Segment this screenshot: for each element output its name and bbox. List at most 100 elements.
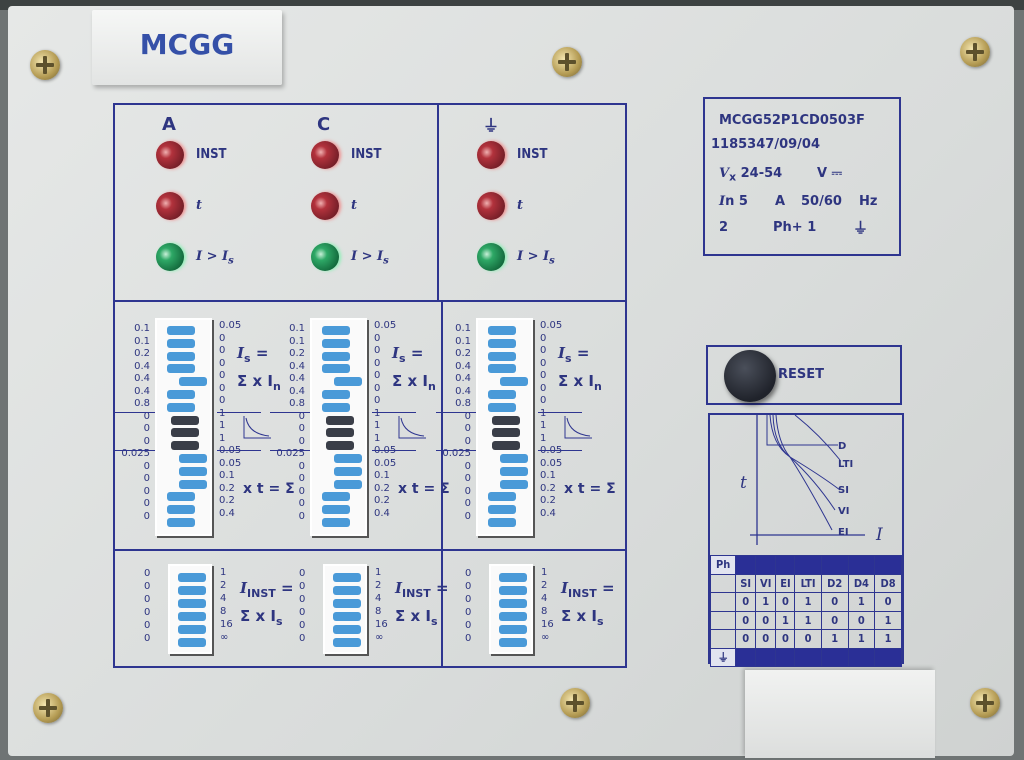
dip-toggle[interactable]	[178, 586, 206, 595]
table-cell: 0	[735, 592, 756, 612]
time-multiplier-formula: x t = Σ	[243, 481, 295, 497]
dip-toggle[interactable]	[326, 441, 354, 451]
setting-right-value: 0	[540, 395, 547, 406]
panel-divider	[113, 103, 115, 668]
dip-toggle[interactable]	[178, 573, 206, 582]
inst-dip-switch[interactable]	[489, 564, 533, 654]
dip-toggle[interactable]	[492, 415, 520, 425]
dip-toggle[interactable]	[334, 479, 362, 489]
dip-toggle[interactable]	[488, 390, 516, 399]
dip-toggle[interactable]	[499, 586, 527, 595]
inst-dip-switch[interactable]	[168, 564, 212, 654]
dip-toggle[interactable]	[492, 428, 520, 438]
dip-toggle[interactable]	[322, 326, 350, 335]
dip-toggle[interactable]	[171, 415, 199, 425]
dip-toggle[interactable]	[178, 638, 206, 647]
dip-toggle[interactable]	[500, 466, 528, 476]
dip-toggle[interactable]	[171, 441, 199, 451]
is-formula-line-1: Is =	[237, 342, 281, 370]
dip-toggle[interactable]	[167, 518, 195, 527]
brand-label-cover[interactable]: MCGG	[92, 10, 282, 85]
setting-dip-switch[interactable]	[476, 318, 533, 536]
setting-right-value: 0.1	[540, 470, 556, 481]
reset-knob[interactable]	[724, 350, 776, 402]
setting-dip-switch[interactable]	[155, 318, 212, 536]
dip-toggle[interactable]	[179, 479, 207, 489]
is-formula-line-1: Is =	[558, 342, 602, 370]
dip-toggle[interactable]	[167, 326, 195, 335]
dip-toggle[interactable]	[326, 415, 354, 425]
time-multiplier-formula: x t = Σ	[398, 481, 450, 497]
dip-toggle[interactable]	[488, 364, 516, 374]
dip-toggle[interactable]	[167, 402, 195, 412]
dip-toggle[interactable]	[333, 612, 361, 621]
dip-toggle[interactable]	[334, 466, 362, 476]
dip-toggle[interactable]	[326, 428, 354, 438]
dip-toggle[interactable]	[178, 625, 206, 634]
table-phase-row: Ph	[709, 555, 902, 575]
dip-toggle[interactable]	[333, 625, 361, 634]
dip-toggle[interactable]	[167, 505, 195, 515]
dip-toggle[interactable]	[171, 428, 199, 438]
inst-left-value: 0	[144, 607, 151, 618]
led-trip-time	[311, 192, 339, 220]
formula-sub: s	[275, 615, 283, 628]
dip-toggle[interactable]	[178, 599, 206, 608]
dip-toggle[interactable]	[322, 338, 350, 348]
setting-right-value: 0	[540, 345, 547, 356]
inst-left-value: 0	[299, 633, 306, 644]
dip-toggle[interactable]	[488, 402, 516, 412]
dip-toggle[interactable]	[167, 390, 195, 399]
setting-right-value: 0	[374, 345, 381, 356]
dip-toggle[interactable]	[334, 377, 362, 387]
curve-label: SI	[838, 485, 849, 496]
dip-toggle[interactable]	[333, 638, 361, 647]
dip-toggle[interactable]	[322, 505, 350, 515]
panel-divider	[270, 450, 310, 451]
is-formula-line-2: Σ x In	[558, 370, 602, 398]
dip-toggle[interactable]	[167, 338, 195, 348]
dip-toggle[interactable]	[179, 377, 207, 387]
dip-toggle[interactable]	[488, 505, 516, 515]
dip-toggle[interactable]	[333, 573, 361, 582]
pole-count: 2	[719, 220, 729, 235]
dip-toggle[interactable]	[322, 518, 350, 527]
setting-right-value: 0.05	[374, 320, 397, 331]
dip-toggle[interactable]	[499, 599, 527, 608]
inst-right-value: 8	[375, 606, 382, 617]
dip-toggle[interactable]	[500, 377, 528, 387]
dip-toggle[interactable]	[179, 466, 207, 476]
dip-toggle[interactable]	[500, 454, 528, 463]
dip-toggle[interactable]	[333, 586, 361, 595]
inst-left-value: 0	[465, 581, 472, 592]
dip-toggle[interactable]	[499, 573, 527, 582]
dip-toggle[interactable]	[499, 638, 527, 647]
led-label: t	[351, 198, 357, 213]
dip-toggle[interactable]	[488, 338, 516, 348]
dip-toggle[interactable]	[167, 492, 195, 502]
dip-toggle[interactable]	[167, 351, 195, 361]
dip-toggle[interactable]	[488, 492, 516, 502]
dip-toggle[interactable]	[179, 454, 207, 463]
inst-dip-switch[interactable]	[323, 564, 367, 654]
dip-toggle[interactable]	[488, 518, 516, 527]
dip-toggle[interactable]	[322, 351, 350, 361]
dip-toggle[interactable]	[322, 390, 350, 399]
dip-toggle[interactable]	[334, 454, 362, 463]
lower-cover-tab[interactable]	[745, 670, 935, 758]
dip-toggle[interactable]	[488, 351, 516, 361]
dip-toggle[interactable]	[499, 612, 527, 621]
dip-toggle[interactable]	[488, 326, 516, 335]
dip-toggle[interactable]	[322, 364, 350, 374]
dip-toggle[interactable]	[178, 612, 206, 621]
dip-toggle[interactable]	[167, 364, 195, 374]
setting-right-value: 0.05	[219, 320, 242, 331]
dip-toggle[interactable]	[500, 479, 528, 489]
setting-dip-switch[interactable]	[310, 318, 367, 536]
dip-toggle[interactable]	[322, 492, 350, 502]
dip-toggle[interactable]	[492, 441, 520, 451]
dip-toggle[interactable]	[333, 599, 361, 608]
dip-toggle[interactable]	[499, 625, 527, 634]
dip-toggle[interactable]	[322, 402, 350, 412]
